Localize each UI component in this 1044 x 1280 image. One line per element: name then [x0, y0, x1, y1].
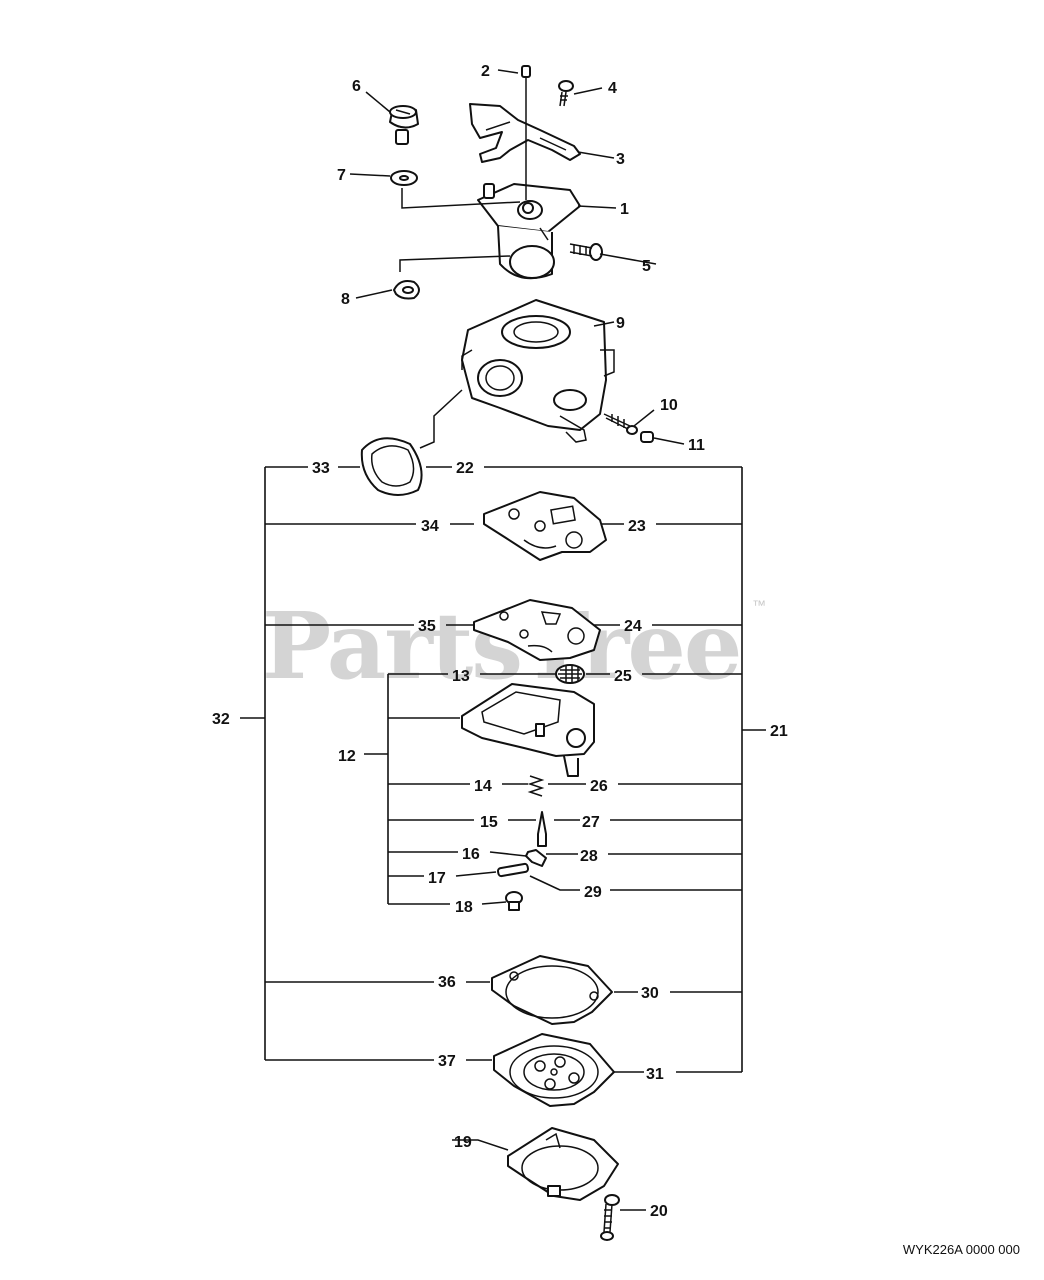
callout-35: 35 — [418, 618, 436, 635]
part-4-screw — [558, 80, 574, 107]
part-24-35-pump-diaphragm — [473, 599, 601, 661]
callout-3: 3 — [616, 151, 625, 168]
callout-13: 13 — [452, 668, 470, 685]
callout-1: 1 — [620, 201, 629, 218]
callout-12: 12 — [338, 748, 356, 765]
callout-8: 8 — [341, 291, 350, 308]
callout-5: 5 — [642, 258, 651, 275]
callout-36: 36 — [438, 974, 456, 991]
watermark-trademark: ™ — [752, 597, 766, 613]
callout-28: 28 — [580, 848, 598, 865]
part-25-filter-screen — [555, 664, 585, 684]
callout-24: 24 — [624, 618, 642, 635]
callout-30: 30 — [641, 985, 659, 1002]
callout-14: 14 — [474, 778, 492, 795]
part-1-throttle-assembly — [477, 183, 581, 280]
callout-11: 11 — [688, 437, 705, 454]
callout-18: 18 — [455, 899, 473, 916]
part-6-idle-screw — [389, 105, 419, 145]
part-3-throttle-lever — [469, 103, 581, 163]
leader-lines — [349, 69, 685, 449]
part-10-needle — [603, 413, 638, 435]
callout-16: 16 — [462, 846, 480, 863]
callout-15: 15 — [480, 814, 498, 831]
part-19-metering-cover — [507, 1127, 619, 1201]
callout-10: 10 — [660, 397, 678, 414]
part-8-clip — [393, 280, 420, 300]
callout-4: 4 — [608, 80, 617, 97]
part-14-26-spring — [527, 775, 545, 797]
drawing-code: WYK226A 0000 000 — [903, 1242, 1020, 1257]
callout-labels: 1 2 3 4 5 6 7 8 9 10 11 12 13 14 15 16 1… — [212, 63, 788, 1220]
part-18-screw — [505, 891, 523, 911]
part-2-pin — [521, 65, 531, 78]
part-11-cap — [640, 431, 654, 443]
callout-23: 23 — [628, 518, 646, 535]
part-15-27-inlet-needle — [537, 811, 547, 847]
part-16-28-metering-lever — [525, 849, 547, 867]
callout-31: 31 — [646, 1066, 664, 1083]
part-30-36-metering-gasket — [491, 955, 613, 1025]
part-22-33-gasket-ring — [360, 437, 423, 496]
callout-33: 33 — [312, 460, 330, 477]
callout-26: 26 — [590, 778, 608, 795]
callout-27: 27 — [582, 814, 600, 831]
part-23-34-gasket — [483, 491, 607, 561]
callout-25: 25 — [614, 668, 632, 685]
callout-6: 6 — [352, 78, 361, 95]
callout-29: 29 — [584, 884, 602, 901]
part-7-washer — [390, 170, 418, 186]
part-12-13-pump-body — [461, 683, 595, 777]
part-5-screw — [569, 243, 603, 261]
part-31-37-metering-diaphragm — [493, 1033, 615, 1107]
part-20-screw — [600, 1194, 620, 1241]
part-9-carburetor-body — [461, 299, 615, 443]
callout-34: 34 — [421, 518, 439, 535]
callout-19: 19 — [454, 1134, 472, 1151]
callout-20: 20 — [650, 1203, 668, 1220]
kit-frames — [240, 466, 766, 1211]
callout-37: 37 — [438, 1053, 456, 1070]
callout-17: 17 — [428, 870, 446, 887]
callout-9: 9 — [616, 315, 625, 332]
callout-22: 22 — [456, 460, 474, 477]
callout-2: 2 — [481, 63, 490, 80]
watermark: PartsTree — [262, 592, 740, 700]
callout-7: 7 — [337, 167, 346, 184]
callout-32: 32 — [212, 711, 230, 728]
callout-21: 21 — [770, 723, 788, 740]
part-17-29-lever-pin — [497, 862, 529, 878]
